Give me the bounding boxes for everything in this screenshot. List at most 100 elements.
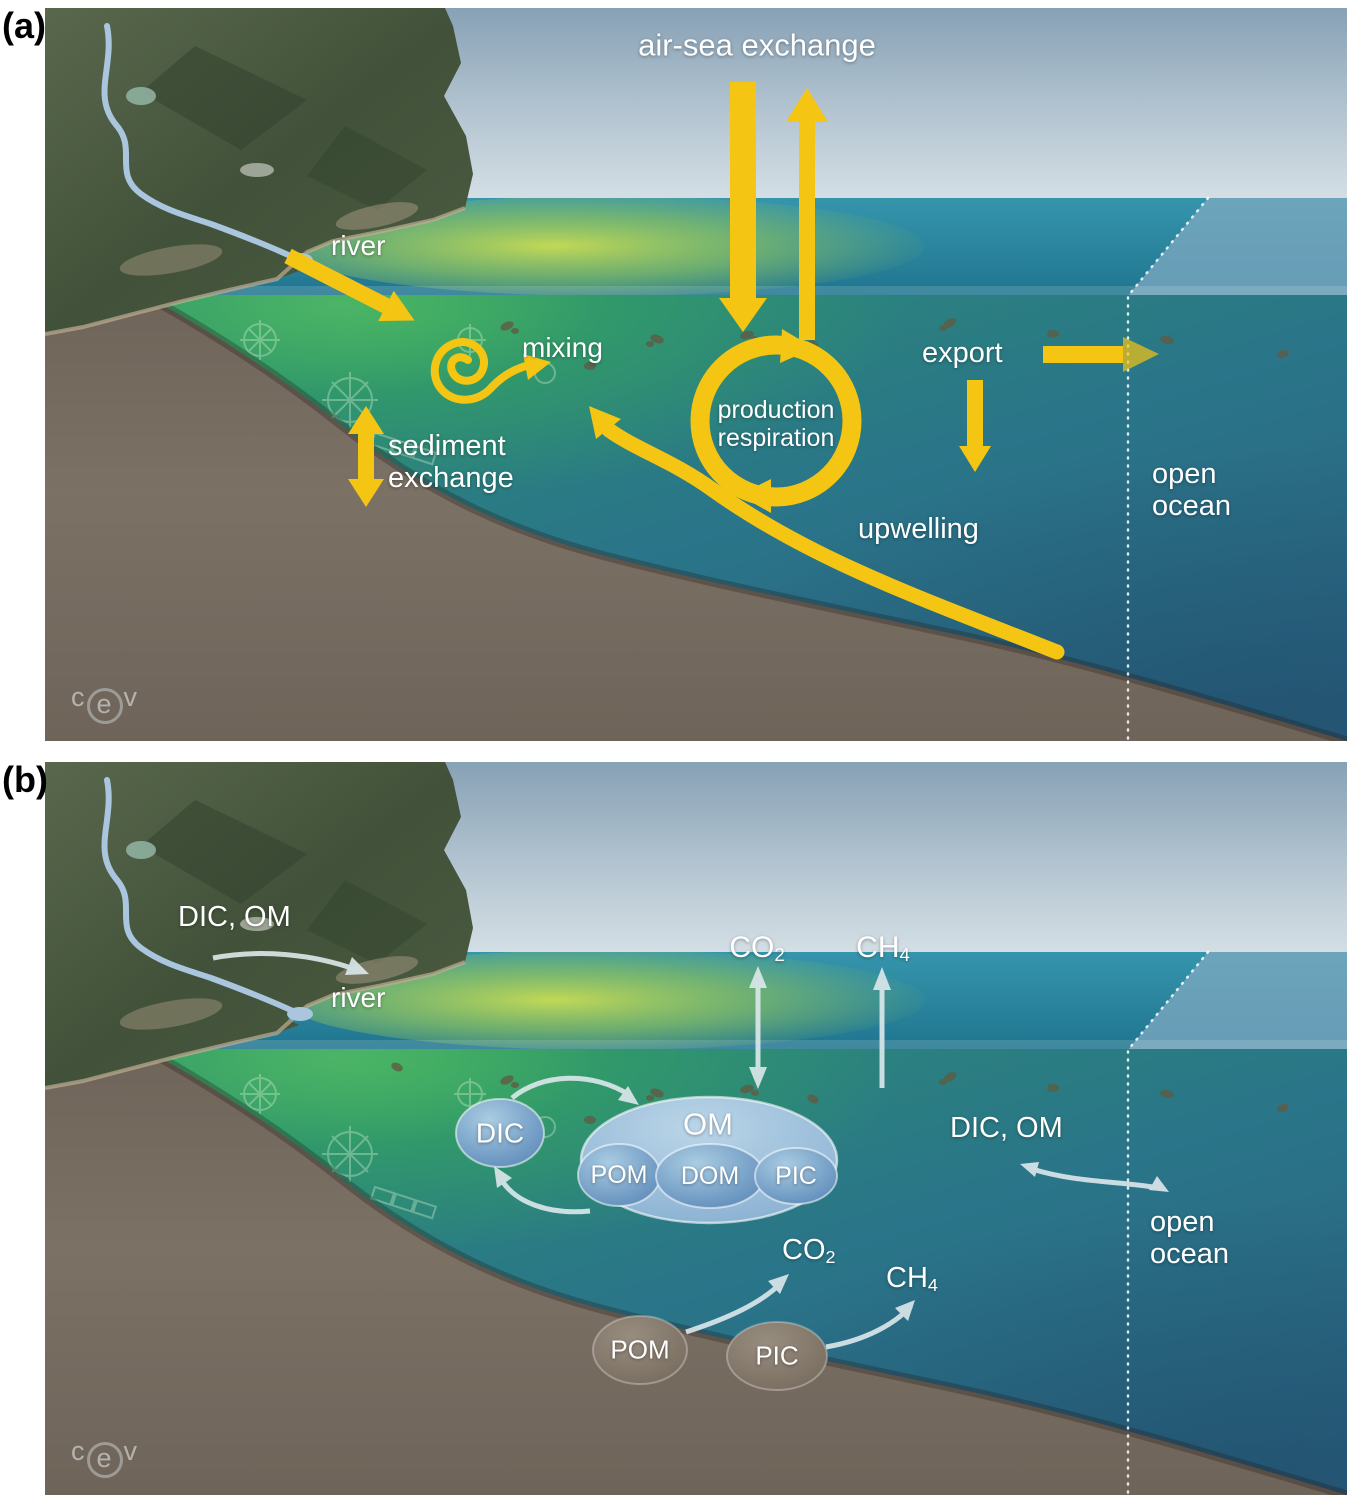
- cev-logo-v: v: [123, 682, 138, 712]
- river-input-label: DIC, OM: [178, 901, 291, 933]
- mixing-arrowhead: [523, 354, 551, 380]
- cev-logo-e: e: [86, 1442, 123, 1478]
- sediment-pic-label: PIC: [755, 1340, 799, 1371]
- river-arrow: [284, 248, 415, 322]
- lake: [126, 87, 156, 105]
- open-ocean-line2: ocean: [1152, 490, 1232, 523]
- river-on-land: [101, 23, 298, 261]
- river-input-arrow: [212, 951, 369, 975]
- sediment-exchange-line2: exchange: [388, 462, 514, 495]
- open-ocean-line1: open: [1152, 458, 1217, 490]
- dic-to-om-arrow: [510, 1075, 639, 1105]
- export-down-arrow: [959, 380, 991, 472]
- sediment-pom-label: POM: [610, 1334, 670, 1365]
- open-ocean-label: open ocean: [1152, 458, 1231, 523]
- cev-logo-e: e: [86, 688, 123, 724]
- upwelling-label: upwelling: [858, 513, 979, 545]
- open-ocean-boundary-dashes: [1126, 950, 1210, 1495]
- production-respiration-label: production respiration: [718, 396, 835, 452]
- cev-logo-c: c: [71, 1436, 86, 1466]
- panel-a-physical-processes: air-sea exchange river mixing sediment e…: [45, 8, 1347, 741]
- sediment-exchange-label: sediment exchange: [388, 430, 514, 495]
- open-ocean-label: open ocean: [1150, 1206, 1229, 1271]
- sediment-slope: [45, 244, 1347, 741]
- sediment-ch4-sub: 4: [927, 1274, 938, 1295]
- ch4-air-sub: 4: [899, 944, 910, 966]
- om-to-dic-arrow: [494, 1166, 591, 1215]
- panel-b-carbon-species: DIC, OM river CO2 CH4 DIC OM POM DOM PIC…: [45, 762, 1347, 1495]
- co2-air-base: CO: [729, 931, 775, 965]
- river-label: river: [331, 982, 386, 1013]
- lake: [126, 841, 156, 859]
- land-clearing-2: [119, 244, 223, 276]
- panel-b-arrows-and-bubbles: [212, 951, 1169, 1391]
- river-plume: [285, 198, 925, 296]
- land-clearing: [335, 956, 419, 984]
- land-ridge-shadow: [141, 800, 307, 904]
- open-ocean-cut-plane: [1128, 952, 1347, 1050]
- dom-bubble-label: DOM: [680, 1162, 740, 1190]
- pom-bubble-label: POM: [590, 1161, 648, 1189]
- cloud-patch: [240, 163, 274, 177]
- open-ocean-line1: open: [1150, 1206, 1215, 1238]
- production-label: production: [717, 396, 835, 424]
- pic-bubble-label: PIC: [775, 1162, 817, 1190]
- dic-bubble: [455, 1098, 545, 1168]
- land-ridge-shadow-2: [307, 126, 427, 210]
- sediment-edge-shadow: [45, 239, 1347, 741]
- mixing-label: mixing: [522, 332, 603, 363]
- sediment-co2-base: CO: [782, 1234, 826, 1266]
- coast-beach: [45, 960, 466, 1090]
- sediment-ch4-base: CH: [886, 1262, 928, 1294]
- pic-to-ch4-arrow: [825, 1300, 915, 1350]
- panel-a-arrows: [284, 82, 1159, 660]
- ch4-air-base: CH: [856, 931, 900, 965]
- coast-beach: [45, 206, 466, 336]
- sediment-slope: [45, 998, 1347, 1495]
- open-ocean-exchange-arrow: [1020, 1162, 1169, 1192]
- open-ocean-exchange-label: DIC, OM: [950, 1112, 1063, 1144]
- mixing-spiral-arrow: [430, 338, 551, 404]
- copepods: [391, 1062, 1289, 1124]
- open-ocean-cut-plane: [1128, 198, 1347, 296]
- upwelling-arrow: [589, 406, 1065, 660]
- sediment-co2-label: CO2: [782, 1234, 836, 1267]
- cev-logo-c: c: [71, 682, 86, 712]
- pom-to-co2-arrow: [685, 1274, 789, 1335]
- sediment-ch4-label: CH4: [886, 1262, 938, 1295]
- sediment-pom-bubble: [592, 1315, 688, 1385]
- open-ocean-boundary-dashes: [1126, 196, 1210, 741]
- cloud-patch: [240, 917, 274, 931]
- land-ridge-shadow-2: [307, 880, 427, 964]
- air-sea-upward-arrow: [786, 88, 828, 340]
- respiration-label: respiration: [717, 424, 835, 452]
- production-respiration-cycle: [690, 329, 862, 513]
- sediment-co2-sub: 2: [825, 1246, 836, 1267]
- ch4-air-sea-arrow: [873, 967, 891, 1088]
- co2-air-sub: 2: [774, 944, 785, 966]
- land-ridge-shadow: [141, 46, 307, 150]
- land-clearing-2: [119, 998, 223, 1030]
- export-label: export: [922, 337, 1003, 369]
- sediment-exchange-arrow: [348, 406, 384, 507]
- om-bubble-label: OM: [683, 1106, 733, 1142]
- pic-bubble: [754, 1147, 838, 1205]
- panel-b-letter: (b): [2, 759, 48, 800]
- air-sea-exchange-label: air-sea exchange: [638, 27, 876, 63]
- sediment-edge-shadow: [45, 993, 1347, 1495]
- dic-bubble-label: DIC: [475, 1117, 525, 1149]
- air-sea-downward-arrow: [719, 82, 767, 332]
- river-on-land: [101, 777, 298, 1015]
- river-label: river: [331, 230, 386, 261]
- cev-logo-v: v: [123, 1436, 138, 1466]
- river-plume: [285, 952, 925, 1050]
- export-arrow: [1043, 337, 1159, 372]
- land-clearing: [335, 202, 419, 230]
- river-mouth: [287, 1007, 313, 1021]
- ch4-air-label: CH4: [856, 931, 910, 965]
- land-mass: [45, 8, 473, 336]
- open-ocean-line2: ocean: [1150, 1238, 1230, 1271]
- co2-air-sea-arrow: [749, 966, 767, 1089]
